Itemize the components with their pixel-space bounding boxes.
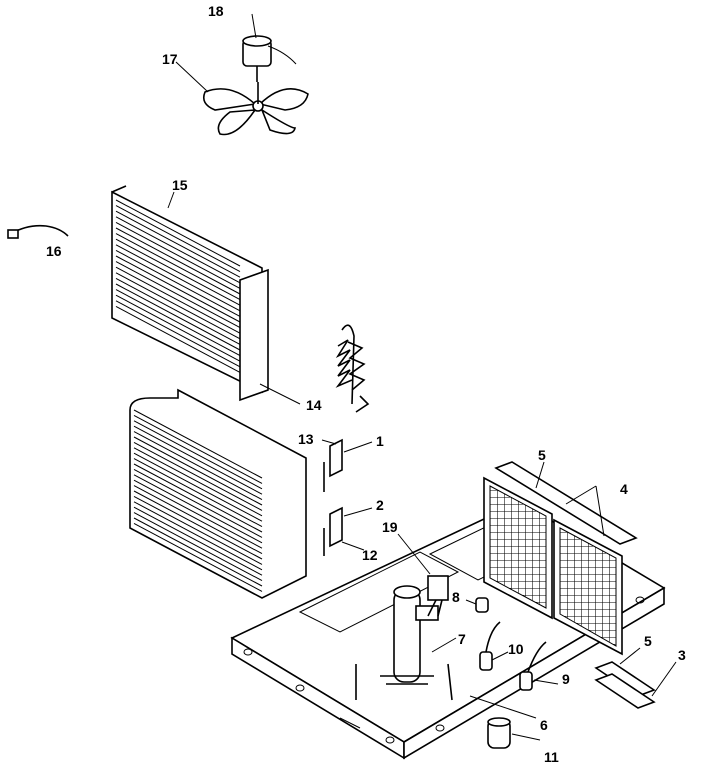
coil-fin — [115, 221, 241, 289]
coil-fin — [115, 289, 241, 357]
callout-13: 13 — [298, 431, 314, 447]
upper-condenser-coil — [111, 185, 269, 402]
coil-fin — [133, 447, 263, 517]
callout-12: 12 — [362, 547, 378, 563]
coil-fin — [133, 506, 263, 576]
refrigerant-tubing — [335, 324, 370, 413]
coil-fin — [115, 227, 241, 295]
fan-motor — [242, 35, 297, 82]
callout-16: 16 — [46, 243, 62, 259]
coil-fin — [115, 199, 241, 267]
callout-labels: 18 17 15 16 14 13 1 2 19 12 5 4 8 7 10 5… — [46, 3, 686, 765]
relay-box — [427, 575, 449, 617]
coil-fin — [133, 420, 263, 490]
run-capacitor — [487, 717, 511, 749]
coil-fin — [133, 485, 263, 555]
callout-3: 3 — [678, 647, 686, 663]
coil-fin — [133, 517, 263, 587]
coil-fin — [133, 414, 263, 484]
capacitor — [475, 597, 489, 613]
coil-fin — [115, 266, 241, 334]
callout-19: 19 — [382, 519, 398, 535]
coil-fin — [133, 431, 263, 501]
coil-fin — [133, 479, 263, 549]
coil-fin — [115, 283, 241, 351]
callout-2: 2 — [376, 497, 384, 513]
coil-fin — [133, 458, 263, 528]
coil-fin — [115, 238, 241, 306]
lower-condenser-coil — [129, 388, 307, 599]
compressor — [355, 585, 453, 701]
callout-15: 15 — [172, 177, 188, 193]
coil-fin — [133, 501, 263, 571]
leader-lines — [167, 13, 677, 741]
coil-fin — [133, 512, 263, 582]
coil-fin — [133, 474, 263, 544]
coil-fin — [115, 294, 241, 362]
coil-fin — [133, 522, 263, 592]
coil-fin — [133, 452, 263, 522]
coil-fin — [115, 249, 241, 317]
coil-fin — [133, 468, 263, 538]
filter-rails — [494, 461, 656, 709]
coil-fin — [115, 244, 241, 312]
coil-fin — [115, 210, 241, 278]
callout-6: 6 — [540, 717, 548, 733]
callout-11: 11 — [544, 749, 559, 765]
callout-14: 14 — [306, 397, 322, 413]
fan-blade — [202, 82, 309, 136]
callout-1: 1 — [376, 433, 384, 449]
coil-fin — [115, 305, 241, 373]
service-valves — [479, 621, 547, 691]
coil-fin — [133, 463, 263, 533]
callout-9: 9 — [562, 671, 570, 687]
coil-fin — [133, 441, 263, 511]
coil-fin — [133, 409, 263, 479]
callout-5-bottom: 5 — [644, 633, 652, 649]
callout-8: 8 — [452, 589, 460, 605]
coil-fin — [115, 255, 241, 323]
callout-17: 17 — [162, 51, 178, 67]
coil-fin — [115, 277, 241, 345]
callout-7: 7 — [458, 631, 466, 647]
callout-5-top: 5 — [538, 447, 546, 463]
coil-fin — [115, 261, 241, 329]
coil-fin — [133, 436, 263, 506]
coil-fin — [133, 490, 263, 560]
callout-10: 10 — [508, 641, 524, 657]
coil-fin — [115, 216, 241, 284]
coil-fin — [115, 272, 241, 340]
coil-fin — [115, 233, 241, 301]
coil-fin — [133, 425, 263, 495]
thermostat-sensor — [7, 224, 69, 239]
coil-fin — [115, 300, 241, 368]
coil-fin — [115, 205, 241, 273]
coil-fin — [133, 495, 263, 565]
coil-brackets — [323, 438, 343, 556]
callout-18: 18 — [208, 3, 224, 19]
callout-4: 4 — [620, 481, 628, 497]
air-filters — [483, 476, 623, 656]
